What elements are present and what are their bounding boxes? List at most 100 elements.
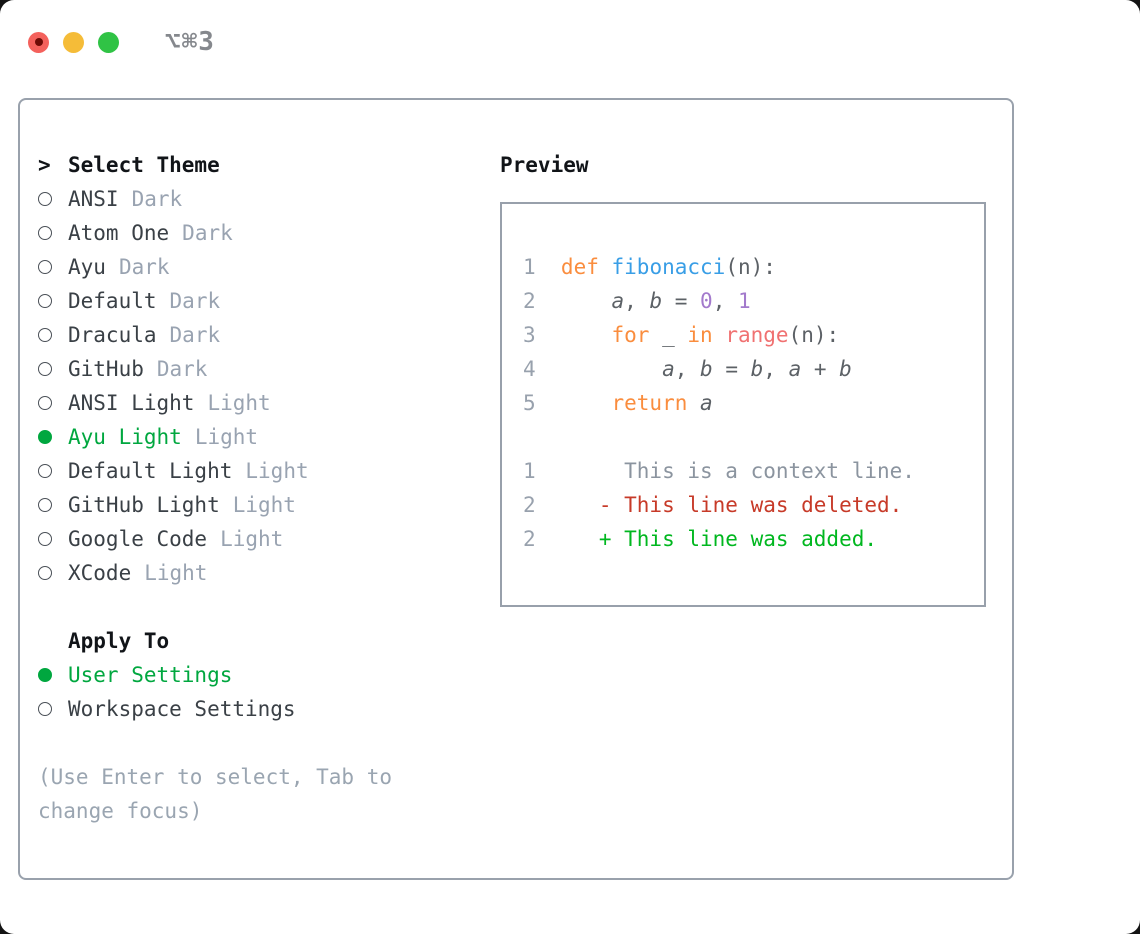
radio-marker <box>38 192 68 206</box>
theme-variant: Light <box>194 425 259 449</box>
cursor-marker: > <box>38 153 51 177</box>
code-token <box>561 391 612 415</box>
code-token: return <box>611 391 688 415</box>
code-token: _ <box>649 323 688 347</box>
radio-icon <box>38 566 52 580</box>
theme-name: Dracula <box>68 323 157 347</box>
code-token: (n): <box>788 323 840 347</box>
spacer <box>38 726 392 760</box>
theme-variant: Dark <box>156 357 208 381</box>
code-token: a <box>662 357 675 381</box>
radio-marker <box>38 260 68 274</box>
hint-text-line-1: (Use Enter to select, Tab to <box>38 765 393 789</box>
apply-to-option[interactable]: User Settings <box>38 658 392 692</box>
radio-icon <box>38 328 52 342</box>
radio-marker <box>38 328 68 342</box>
radio-marker <box>38 566 68 580</box>
radio-icon <box>38 192 52 206</box>
code-token: 0 <box>700 289 713 313</box>
radio-marker <box>38 226 68 240</box>
radio-icon <box>38 498 52 512</box>
code-token: b <box>700 357 713 381</box>
theme-variant: Dark <box>182 221 233 245</box>
code-token <box>599 255 612 279</box>
minimize-button[interactable] <box>63 31 84 53</box>
radio-marker <box>38 396 68 410</box>
code-token: a <box>611 289 625 313</box>
theme-name: ANSI <box>68 187 119 211</box>
close-button[interactable] <box>28 31 49 53</box>
theme-list-title: Select Theme <box>68 153 220 177</box>
line-number: 1 <box>523 255 536 279</box>
code-token: , <box>674 357 701 381</box>
code-token: for <box>611 323 650 347</box>
radio-marker <box>38 362 68 376</box>
line-number: 2 <box>523 527 536 551</box>
theme-name: ANSI Light <box>68 391 195 415</box>
zoom-button[interactable] <box>98 31 119 53</box>
line-number: 5 <box>523 391 536 415</box>
preview-title: Preview <box>500 153 589 177</box>
theme-name: Google Code <box>68 527 208 551</box>
radio-marker <box>38 498 68 512</box>
code-line: 3 for _ in range(n): <box>523 318 984 352</box>
radio-icon <box>38 464 52 478</box>
theme-name: XCode <box>68 561 132 585</box>
code-token: = <box>662 289 701 313</box>
spacer <box>38 590 392 624</box>
line-number: 2 <box>523 493 536 517</box>
theme-list-item[interactable]: Default Dark <box>38 284 392 318</box>
code-token <box>561 357 662 381</box>
titlebar: ⌥⌘3 <box>28 27 215 57</box>
theme-name: Default <box>68 289 157 313</box>
apply-to-header: Apply To <box>38 624 392 658</box>
theme-list-item[interactable]: Ayu Light Light <box>38 420 392 454</box>
code-line: 2 - This line was deleted. <box>523 488 984 522</box>
radio-icon <box>38 260 52 274</box>
theme-list-header: > Select Theme <box>38 148 392 182</box>
code-token: , <box>763 357 789 381</box>
radio-marker <box>38 430 68 444</box>
code-line: 5 return a <box>523 386 984 420</box>
radio-marker <box>38 702 68 716</box>
radio-marker <box>38 464 68 478</box>
apply-to-option[interactable]: Workspace Settings <box>38 692 392 726</box>
code-token: + This line was added. <box>560 527 877 551</box>
code-token <box>713 323 726 347</box>
code-token: fibonacci <box>611 255 726 279</box>
radio-marker <box>38 532 68 546</box>
apply-to-label: User Settings <box>68 663 233 687</box>
code-line: 4 a, b = b, a + b <box>523 352 984 386</box>
code-token: - This line was deleted. <box>560 493 903 517</box>
code-line <box>523 420 984 454</box>
line-number: 3 <box>523 323 536 347</box>
code-token: , <box>712 289 738 313</box>
radio-icon <box>38 702 52 716</box>
code-token <box>561 323 612 347</box>
code-token: b <box>649 289 663 313</box>
theme-variant: Dark <box>169 289 221 313</box>
line-number: 2 <box>523 289 536 313</box>
theme-name: Ayu Light <box>68 425 182 449</box>
theme-variant: Light <box>245 459 309 483</box>
apply-to-title: Apply To <box>68 629 170 653</box>
theme-variant: Dark <box>118 255 170 279</box>
